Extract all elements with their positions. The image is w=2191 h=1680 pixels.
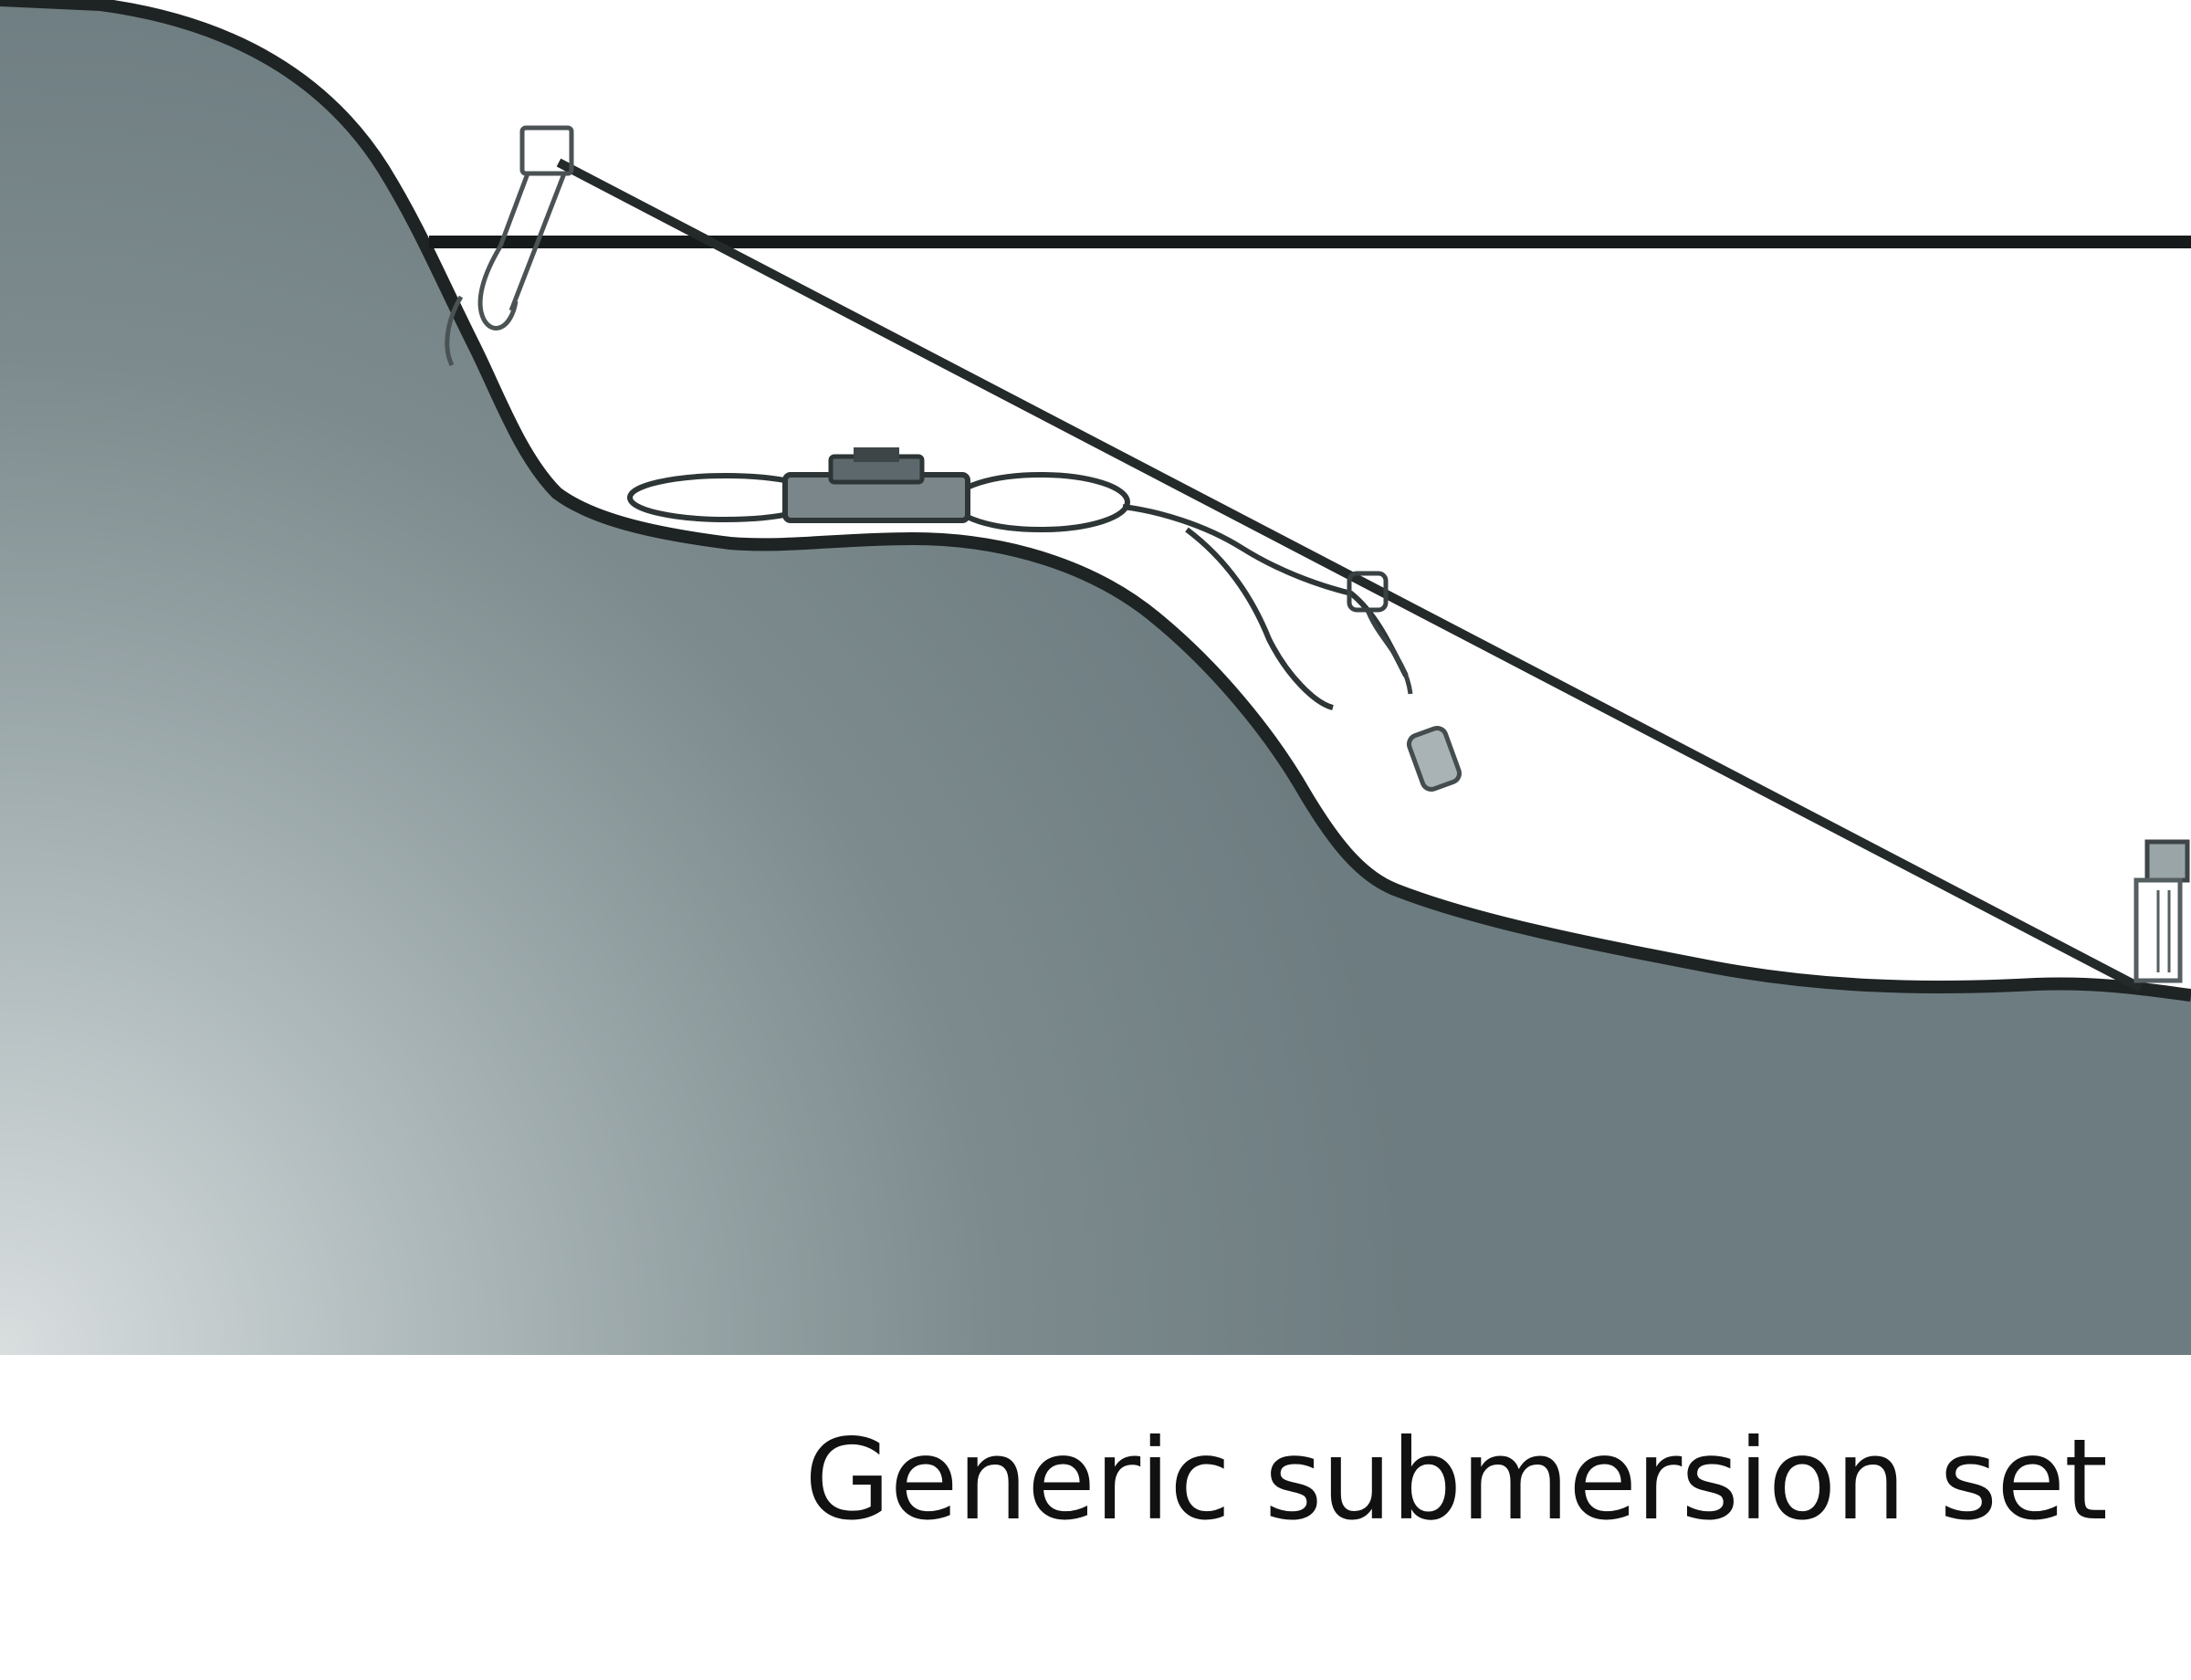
- shore-anchor-icon: [445, 125, 574, 367]
- diagram-caption: Generic submersion set: [804, 1415, 2108, 1545]
- float-icon: [1347, 571, 1413, 695]
- pump-unit-icon: [782, 447, 970, 523]
- strainer-icon: [1406, 726, 1462, 792]
- bank-post-icon: [2133, 839, 2190, 983]
- ground-terrain: [0, 0, 2191, 1355]
- terrain-outline: [0, 0, 2191, 1002]
